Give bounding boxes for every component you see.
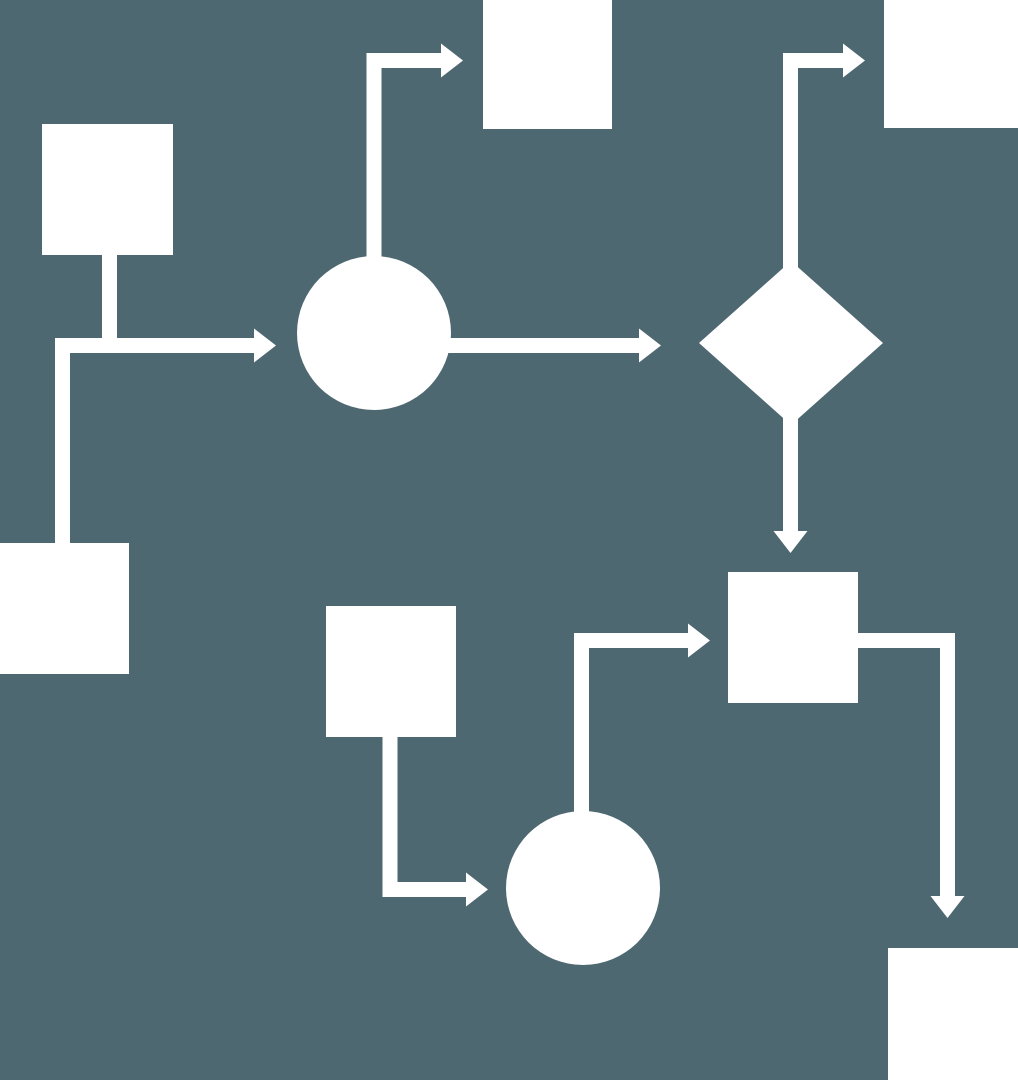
connector-bottomleft-square-to-upper-circle [55, 338, 254, 543]
diamond-decision-node [699, 261, 883, 425]
connector-lower-circle-to-rightmiddle-square [574, 633, 688, 888]
connector-middle-square-to-lower-circle [382, 737, 466, 897]
connector-diamond-to-rightmiddle-square-arrowhead-icon [773, 531, 808, 553]
connector-upper-circle-to-topcenter-square-arrowhead-icon [441, 43, 463, 78]
connector-rightmiddle-square-to-bottomright-square [858, 633, 955, 896]
circle-lower-node [506, 811, 660, 965]
connector-lower-circle-to-rightmiddle-square-arrowhead-icon [688, 623, 710, 658]
circle-upper-node [297, 256, 451, 410]
square-right-middle-node [728, 572, 858, 703]
connector-bottomleft-square-to-upper-circle-arrowhead-icon [254, 328, 276, 363]
square-top-right-node [884, 0, 1018, 128]
square-bottom-right-node [888, 948, 1018, 1080]
square-top-center-node [483, 0, 612, 129]
square-top-left-node [42, 124, 173, 255]
connector-rightmiddle-square-to-bottomright-square-arrowhead-icon [930, 896, 965, 918]
connector-upper-circle-to-topcenter-square [366, 53, 441, 333]
connector-diamond-to-topright-square [783, 53, 843, 343]
connector-middle-square-to-lower-circle-arrowhead-icon [466, 872, 488, 907]
square-middle-node [326, 606, 456, 737]
connector-diamond-to-topright-square-arrowhead-icon [843, 43, 865, 78]
connector-upper-circle-to-diamond-arrowhead-icon [639, 328, 661, 363]
square-bottom-left-node [0, 543, 129, 674]
